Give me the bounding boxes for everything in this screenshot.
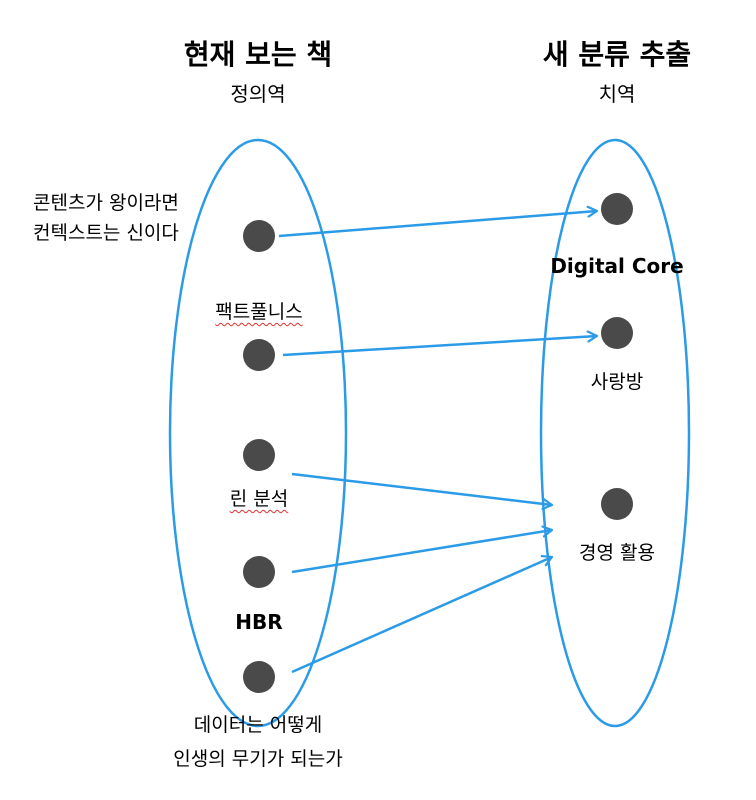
range-title: 새 분류 추출 bbox=[542, 38, 692, 71]
node-content bbox=[243, 220, 275, 252]
domain-subtitle: 정의역 bbox=[230, 82, 286, 106]
arrow-data-to-management bbox=[291, 557, 552, 674]
label-lean-analytics: 린 분석 bbox=[230, 487, 288, 511]
arrow-content-to-digital-core bbox=[278, 211, 597, 238]
range-subtitle: 치역 bbox=[598, 82, 636, 106]
node-management bbox=[601, 488, 633, 520]
node-sarangbang bbox=[601, 317, 633, 349]
node-hbr bbox=[243, 556, 275, 588]
label-digital-core: Digital Core bbox=[550, 254, 684, 278]
label-hbr: HBR bbox=[235, 610, 283, 634]
node-factfulness bbox=[243, 339, 275, 371]
node-data bbox=[243, 661, 275, 693]
arrow-hbr-to-management bbox=[291, 530, 552, 574]
range-ellipse bbox=[539, 138, 691, 728]
node-digital-core bbox=[601, 193, 633, 225]
arrow-factfulness-to-sarangbang bbox=[282, 336, 597, 357]
domain-ellipse bbox=[168, 138, 348, 728]
arrow-lean-to-management bbox=[291, 472, 552, 505]
label-factfulness: 팩트풀니스 bbox=[215, 301, 303, 323]
label-data-book: 데이터는 어떻게 인생의 무기가 되는가 bbox=[173, 714, 343, 770]
label-lean-analytics-text: 린 분석 bbox=[229, 488, 289, 510]
node-lean bbox=[243, 439, 275, 471]
domain-title: 현재 보는 책 bbox=[183, 38, 333, 71]
label-sarangbang: 사랑방 bbox=[590, 371, 644, 393]
label-content-book: 콘텐츠가 왕이라면 컨텍스트는 신이다 bbox=[33, 192, 179, 244]
label-management: 경영 활용 bbox=[579, 542, 655, 564]
